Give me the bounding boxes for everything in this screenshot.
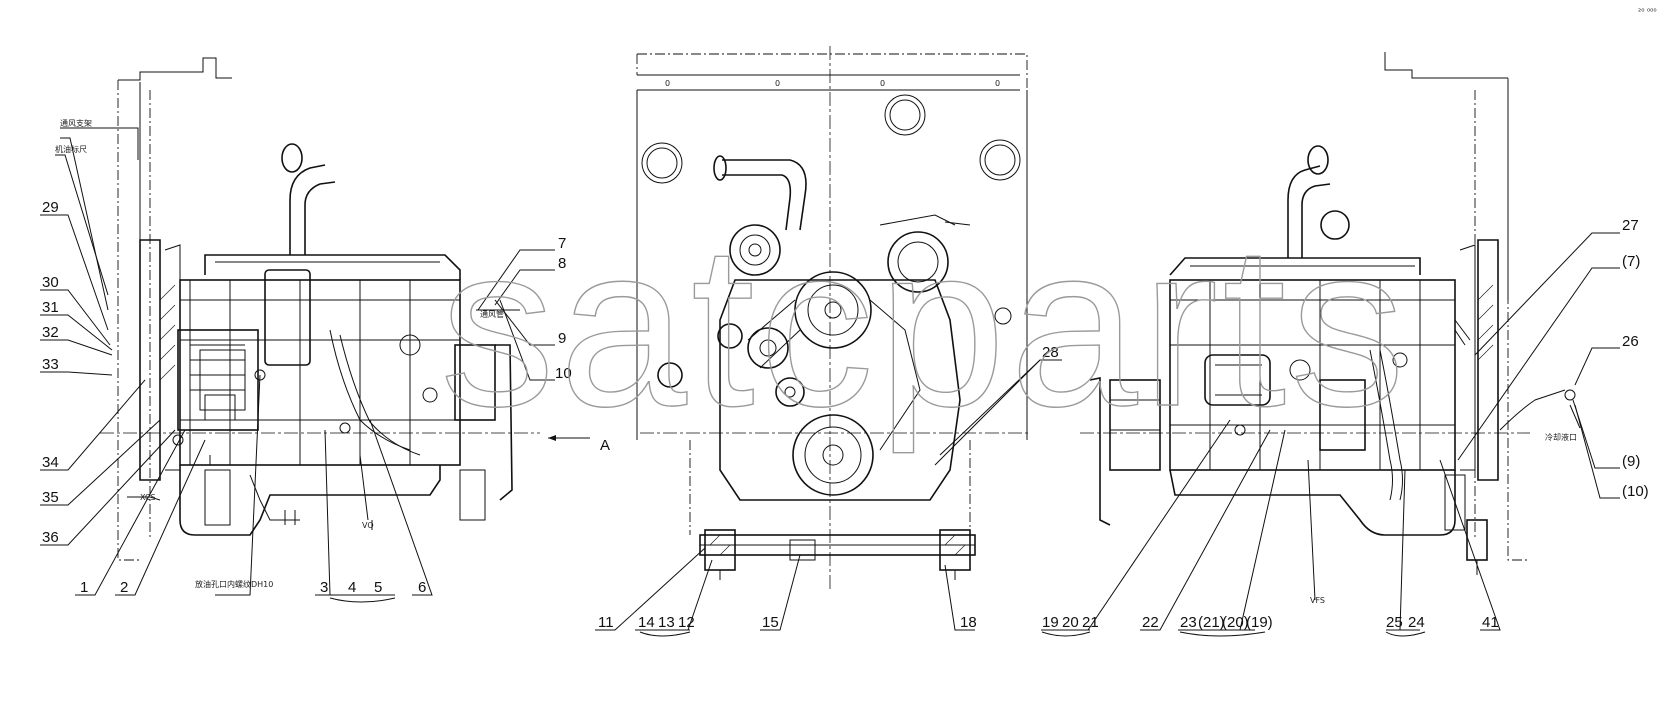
callout-2: 2: [120, 579, 128, 596]
callout-25: 25: [1386, 614, 1403, 631]
callout-3: 3: [320, 579, 328, 596]
brace-25-24: [1385, 631, 1426, 637]
brace-3-5: [329, 597, 396, 603]
callout-26: 26: [1622, 333, 1639, 350]
callout-14: 14: [638, 614, 655, 631]
note-xcs: XCS: [140, 493, 156, 502]
right-side-view: [1080, 52, 1576, 575]
callout-20: 20: [1062, 614, 1079, 631]
callout-21-ref: (21): [1198, 614, 1225, 631]
left-leaders: [40, 127, 555, 596]
svg-text:0: 0: [995, 79, 1000, 88]
note-vo: VO: [362, 521, 374, 530]
callout-9: 9: [558, 330, 566, 347]
callout-35: 35: [42, 489, 59, 506]
callout-20-ref: (20): [1222, 614, 1249, 631]
callout-8: 8: [558, 255, 566, 272]
callout-28: 28: [1042, 344, 1059, 361]
callout-10: 10: [555, 365, 572, 382]
front-view: 0 0 0 0: [636, 46, 1030, 590]
note-vent-bracket: 通风支架: [60, 118, 92, 128]
callout-30: 30: [42, 274, 59, 291]
callout-19: 19: [1042, 614, 1059, 631]
brace-14-12: [639, 631, 691, 637]
callout-11: 11: [598, 614, 614, 631]
callout-7-ref: (7): [1622, 253, 1640, 270]
svg-text:0: 0: [665, 79, 670, 88]
callout-6: 6: [418, 579, 426, 596]
brace-19-21: [1041, 631, 1091, 637]
callout-23: 23: [1180, 614, 1197, 631]
left-side-view: [100, 57, 590, 561]
view-direction-label: A: [600, 437, 610, 454]
svg-text:0: 0: [775, 79, 780, 88]
callout-34: 34: [42, 454, 59, 471]
callout-12: 12: [678, 614, 695, 631]
callout-33: 33: [42, 356, 59, 373]
corner-mark: ²⁰ ⁰⁰⁰: [1638, 7, 1657, 16]
svg-text:0: 0: [880, 79, 885, 88]
note-coolant-port: 冷却液口: [1545, 432, 1577, 442]
callout-9-ref: (9): [1622, 453, 1640, 470]
callout-10-ref: (10): [1622, 483, 1649, 500]
note-vent-pipe: 通风管: [480, 309, 504, 319]
callout-22: 22: [1142, 614, 1159, 631]
note-dipstick: 机油标尺: [55, 144, 87, 154]
note-drain-port: 放油孔口内螺纹DH10: [195, 579, 273, 589]
callout-21: 21: [1082, 614, 1099, 631]
note-vfs: VFS: [1310, 596, 1325, 605]
watermark: satcparts: [440, 197, 1409, 454]
callout-13: 13: [658, 614, 675, 631]
callout-41: 41: [1482, 614, 1499, 631]
callout-5: 5: [374, 579, 382, 596]
callout-18: 18: [960, 614, 977, 631]
front-leaders: [595, 359, 1062, 631]
callout-1: 1: [80, 579, 88, 596]
callout-31: 31: [42, 299, 59, 316]
callout-24: 24: [1408, 614, 1425, 631]
callout-19-ref: (19): [1246, 614, 1273, 631]
right-leaders: [1041, 232, 1620, 631]
callout-4: 4: [348, 579, 356, 596]
callout-36: 36: [42, 529, 59, 546]
callout-15: 15: [762, 614, 779, 631]
callout-7: 7: [558, 235, 566, 252]
callout-32: 32: [42, 324, 59, 341]
callout-27: 27: [1622, 217, 1639, 234]
callout-29: 29: [42, 199, 59, 216]
brace-23-19: [1179, 631, 1266, 637]
